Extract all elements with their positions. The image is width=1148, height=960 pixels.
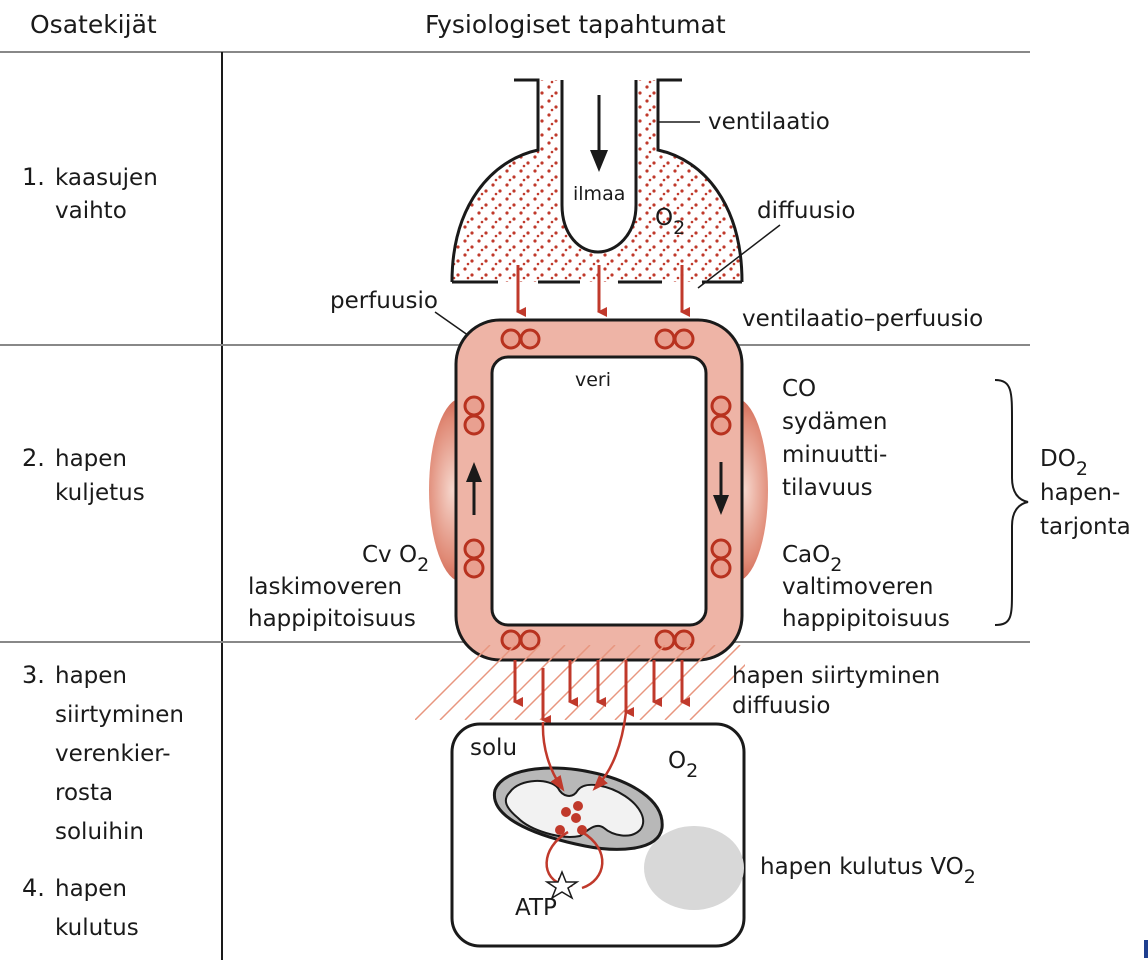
svg-text:verenkier-: verenkier-	[55, 741, 171, 767]
svg-text:hapen: hapen	[55, 663, 127, 689]
svg-text:happipitoisuus: happipitoisuus	[782, 606, 950, 632]
ventilation-label: ventilaatio	[708, 109, 830, 135]
svg-text:hapen-: hapen-	[1040, 480, 1120, 506]
header-left: Osatekijät	[30, 10, 157, 39]
svg-text:4.: 4.	[22, 874, 45, 902]
svg-text:diffuusio: diffuusio	[732, 693, 830, 719]
svg-text:tarjonta: tarjonta	[1040, 514, 1131, 540]
svg-text:tilavuus: tilavuus	[782, 475, 873, 501]
vq-label: ventilaatio–perfuusio	[742, 306, 983, 332]
stage-2-label: 2. hapen kuljetus	[22, 444, 145, 506]
svg-text:sydämen: sydämen	[782, 409, 887, 435]
svg-text:happipitoisuus: happipitoisuus	[248, 606, 416, 632]
svg-text:CaO2: CaO2	[782, 542, 842, 576]
svg-text:siirtyminen: siirtyminen	[55, 702, 184, 728]
stage-3-label: 3. hapen siirtyminen verenkier- rosta so…	[22, 661, 184, 845]
svg-text:vaihto: vaihto	[55, 198, 127, 224]
svg-text:minuutti-: minuutti-	[782, 442, 887, 468]
cell-label: solu	[470, 735, 517, 761]
svg-text:CO: CO	[782, 376, 816, 402]
svg-text:kaasujen: kaasujen	[55, 165, 158, 191]
svg-text:1.: 1.	[22, 163, 45, 191]
do2-label: DO2 hapen- tarjonta	[1040, 446, 1131, 540]
svg-text:soluihin: soluihin	[55, 819, 144, 845]
svg-text:kuljetus: kuljetus	[55, 480, 145, 506]
svg-text:DO2: DO2	[1040, 446, 1088, 480]
svg-text:valtimoveren: valtimoveren	[782, 574, 933, 600]
cao2-label: CaO2 valtimoveren happipitoisuus	[782, 542, 950, 632]
svg-text:laskimoveren: laskimoveren	[248, 574, 402, 600]
svg-text:kulutus: kulutus	[55, 915, 139, 941]
stage-4-label: 4. hapen kulutus	[22, 874, 139, 941]
alveolus	[452, 80, 742, 282]
oxygen-consumption-label: hapen kulutus VO2	[760, 854, 976, 888]
corner-mark	[1144, 940, 1148, 958]
svg-text:Cv O2: Cv O2	[362, 542, 429, 576]
atp-label: ATP	[515, 895, 557, 921]
nucleus	[644, 826, 744, 910]
cvo2-label: Cv O2 laskimoveren happipitoisuus	[248, 542, 429, 632]
header-right: Fysiologiset tapahtumat	[425, 10, 726, 39]
svg-text:hapen: hapen	[55, 876, 127, 902]
svg-text:rosta: rosta	[55, 780, 113, 806]
perfusion-label: perfuusio	[330, 288, 438, 314]
cardiac-output-label: CO sydämen minuutti- tilavuus	[782, 376, 887, 501]
stage-1-label: 1. kaasujen vaihto	[22, 163, 158, 224]
diffusion-label: diffuusio	[757, 198, 855, 224]
transfer-label: hapen siirtyminen diffuusio	[732, 663, 940, 719]
svg-text:hapen siirtyminen: hapen siirtyminen	[732, 663, 940, 689]
svg-text:hapen: hapen	[55, 446, 127, 472]
do2-brace	[995, 380, 1028, 625]
air-label: ilmaa	[573, 183, 625, 205]
svg-text:3.: 3.	[22, 661, 45, 689]
blood-label: veri	[575, 369, 611, 391]
svg-text:2.: 2.	[22, 444, 45, 472]
